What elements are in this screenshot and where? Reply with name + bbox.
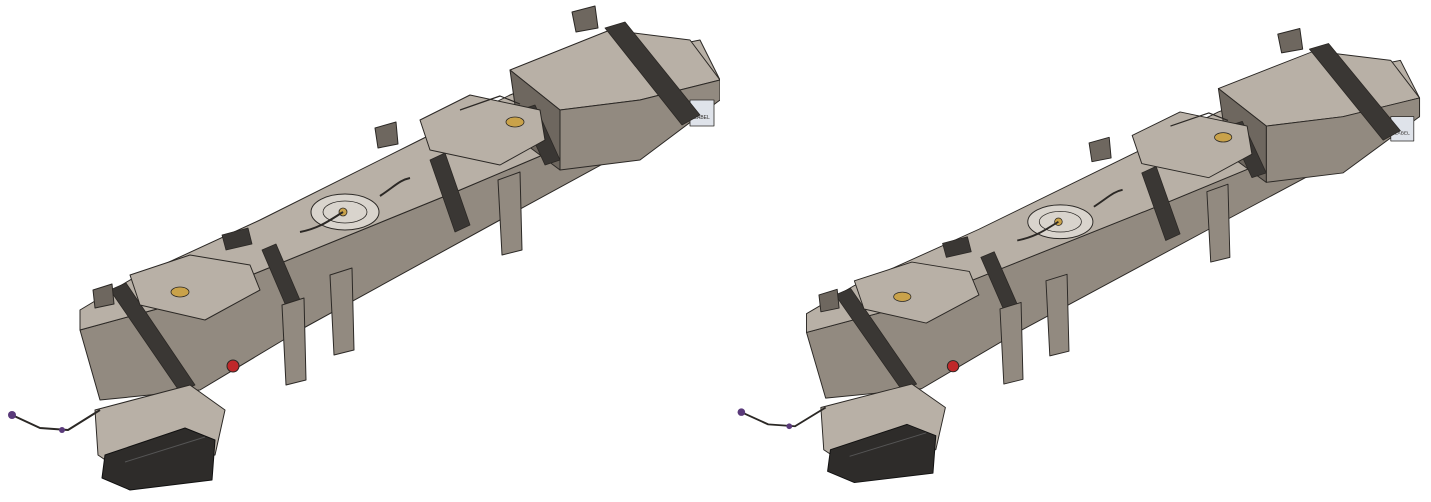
tank-view-right: LABEL [720,0,1431,497]
raised-section-rear [1131,111,1253,179]
vent-line [459,95,521,111]
fuel-tank-assembly-drawing: LABEL [737,28,1421,484]
breather-pipe [11,409,101,431]
raised-section-front [853,261,980,324]
hose-front [1017,220,1059,242]
tank-view-left: LABEL [0,0,721,497]
bracket-top-rear [1277,28,1304,54]
bracket-top-mid [1088,136,1112,163]
evap-canister [101,427,216,491]
bracket-rear [1206,183,1231,263]
strap-front [109,282,196,393]
indicator-light [946,360,960,373]
canister-rib [849,432,927,457]
strap-mid [429,152,471,233]
breather-pipe [740,406,827,428]
breather-pipe-joint [59,427,65,433]
evap-canister [827,423,937,484]
bracket-top-mid [374,121,399,149]
strap-mid [1141,166,1181,241]
filler-cap-rear [505,116,525,128]
bracket-mid [1045,273,1070,357]
indicator-light [226,359,240,373]
filler-cap-front [893,291,912,302]
fuel-sender-inner [1038,211,1082,233]
label-plate-text: LABEL [694,115,710,121]
breather-pipe-end-cap [737,408,746,416]
fuel-sender-inner [322,200,368,224]
hose-rear [379,177,411,197]
filler-cap-rear [1214,132,1233,143]
hose-rear [1093,188,1123,208]
raised-section-front [129,254,261,321]
bracket-top-front [818,288,840,313]
bracket-front [999,301,1024,385]
hose-front [299,211,344,233]
bracket-mid [329,267,355,356]
canister-rib [124,436,206,463]
strap-front [834,287,918,391]
bracket-pad [942,236,972,258]
strap-rear [604,21,701,126]
label-plate-text: LABEL [1395,131,1410,137]
vent-line [1170,112,1229,127]
bracket-front [281,297,307,386]
breather-pipe-joint [786,423,793,430]
filler-cap-front [170,286,190,298]
bracket-top-rear [571,5,599,33]
strap-rear [1309,43,1401,141]
raised-section-rear [419,94,546,166]
fuel-tank-assembly-drawing: LABEL [8,5,721,491]
bracket-rear [497,171,523,256]
breather-pipe-end-cap [8,411,16,419]
bracket-pad [221,227,253,251]
bracket-top-front [92,283,115,309]
